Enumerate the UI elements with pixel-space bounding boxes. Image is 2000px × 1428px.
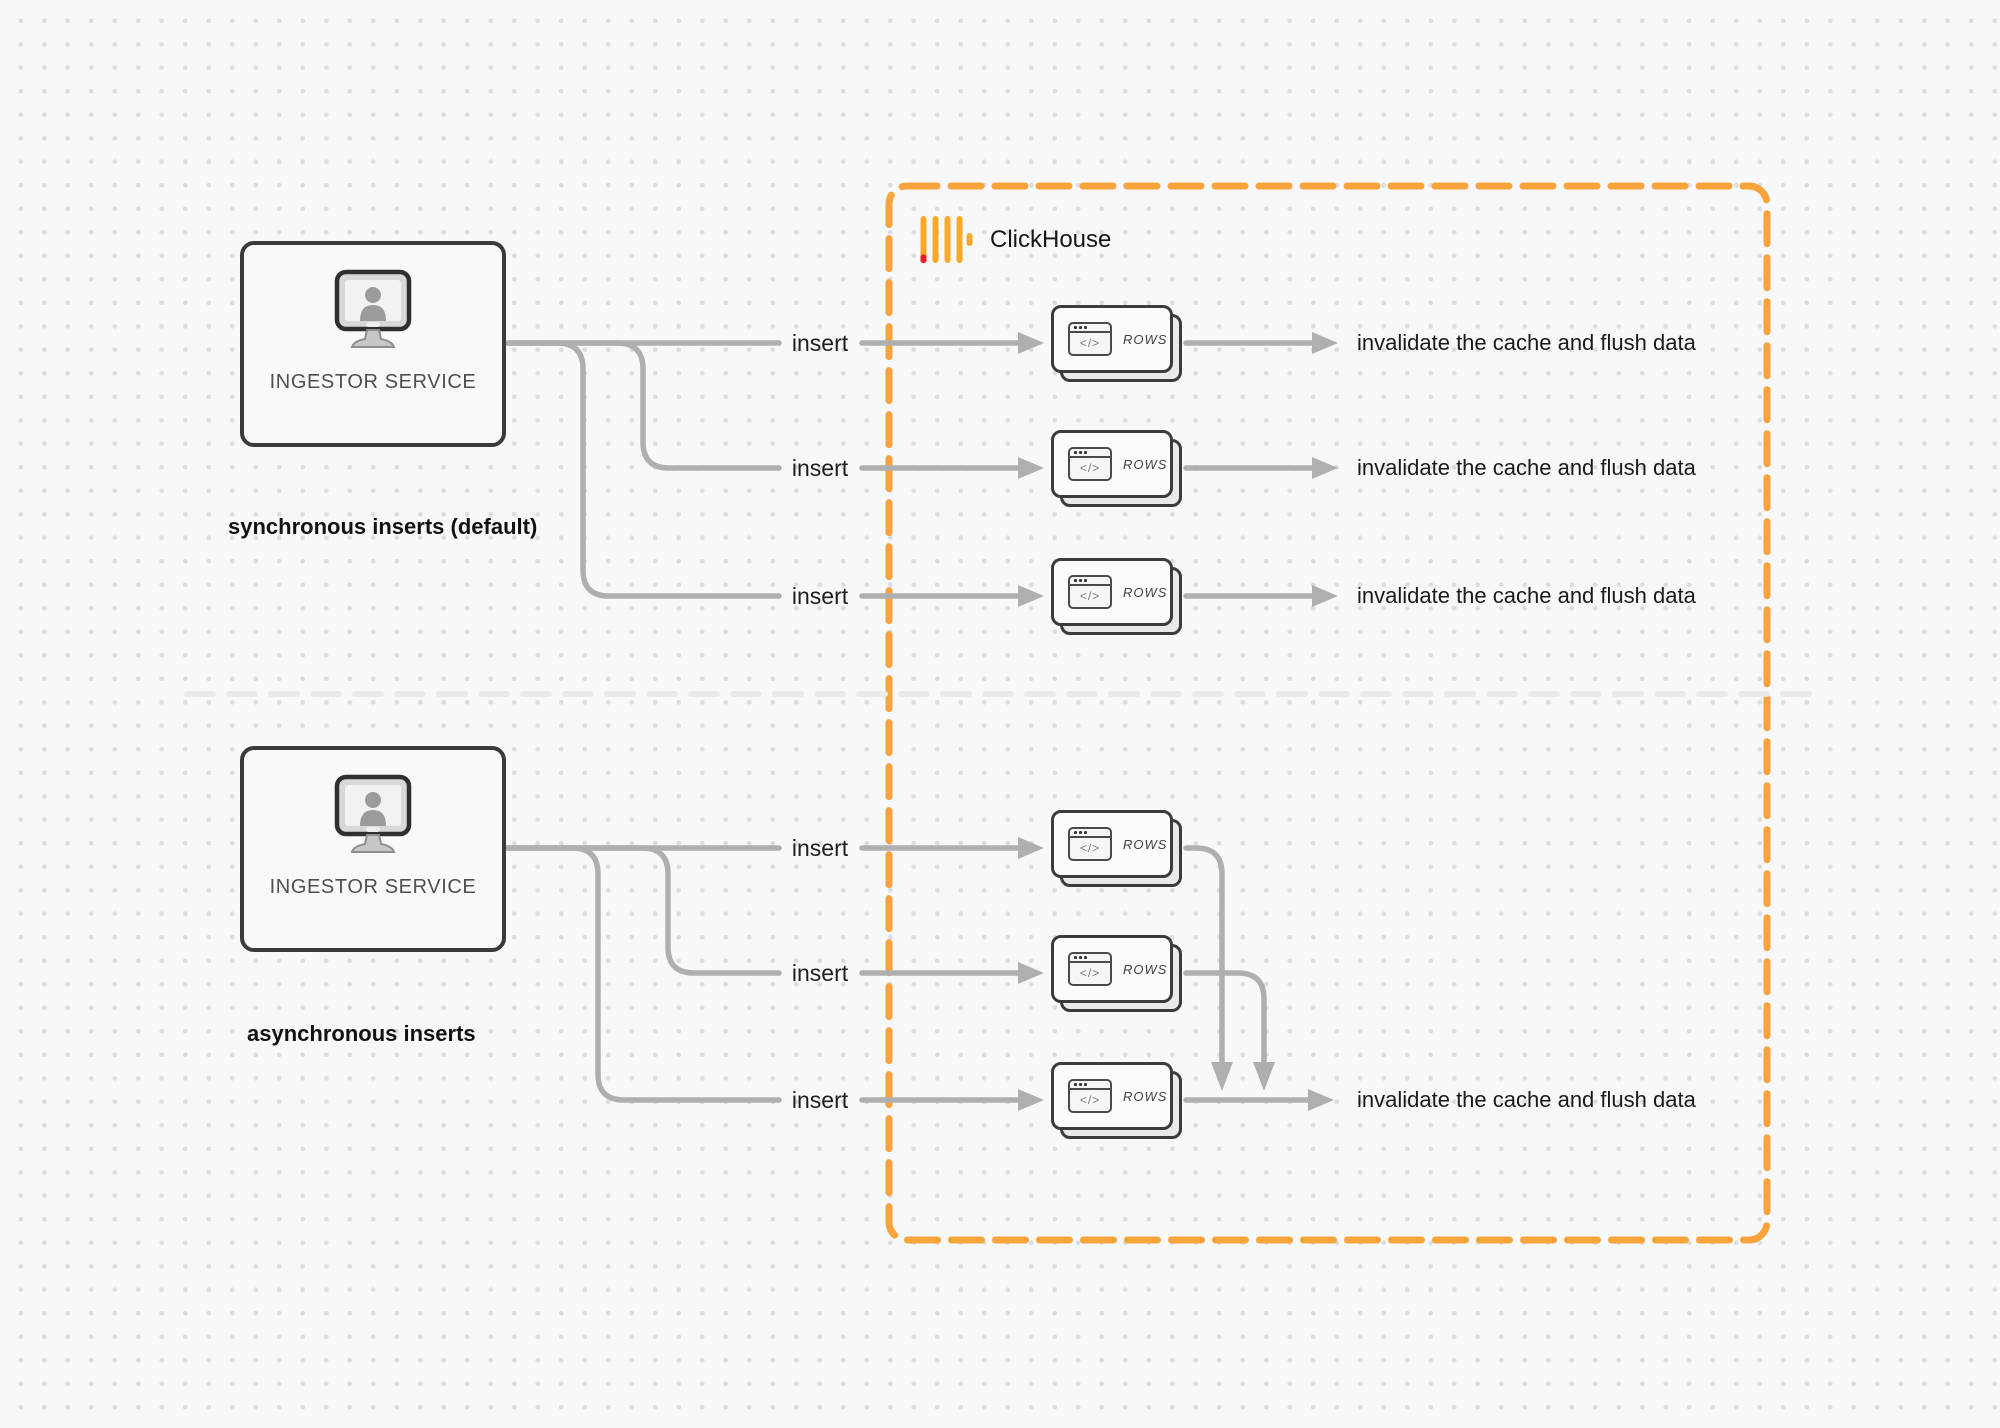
- rows-label: ROWS: [1123, 456, 1168, 472]
- ingestor-service-label: INGESTOR SERVICE: [269, 876, 477, 898]
- rows-label: ROWS: [1123, 961, 1168, 977]
- card-front-layer: </> ROWS: [1051, 430, 1173, 498]
- browser-dots: [1070, 1081, 1110, 1090]
- rows-card: </> ROWS: [1051, 430, 1182, 507]
- rows-card: </> ROWS: [1051, 935, 1182, 1012]
- insert-label: insert: [791, 583, 849, 609]
- arrowhead-icon: [1018, 962, 1044, 984]
- arrowhead-icon: [1312, 585, 1338, 607]
- result-label: invalidate the cache and flush data: [1357, 455, 1696, 480]
- browser-window-icon: </>: [1068, 447, 1112, 481]
- clickhouse-label: ClickHouse: [990, 226, 1112, 253]
- result-label: invalidate the cache and flush data: [1357, 583, 1696, 608]
- rows-card: </> ROWS: [1051, 810, 1182, 887]
- rows-card: </> ROWS: [1051, 558, 1182, 635]
- async-caption: asynchronous inserts: [247, 1021, 476, 1046]
- result-label: invalidate the cache and flush data: [1357, 330, 1696, 355]
- async-line-card1-down: [1183, 845, 1225, 1065]
- arrowhead-down-icon: [1253, 1062, 1275, 1091]
- code-glyph: </>: [1079, 966, 1101, 980]
- clickhouse-boundary: [885, 182, 1771, 1244]
- browser-dots: [1070, 577, 1110, 586]
- card-front-layer: </> ROWS: [1051, 1062, 1173, 1130]
- insert-label: insert: [791, 1087, 849, 1113]
- card-front-layer: </> ROWS: [1051, 935, 1173, 1003]
- rows-label: ROWS: [1123, 1088, 1168, 1104]
- arrowheads: [1018, 332, 1338, 1111]
- arrowhead-icon: [1018, 837, 1044, 859]
- card-front-layer: </> ROWS: [1051, 305, 1173, 373]
- arrowhead-icon: [1018, 332, 1044, 354]
- sync-line-row3-branch: [505, 340, 782, 599]
- arrowhead-icon: [1312, 332, 1338, 354]
- async-line-card2-down: [1183, 970, 1267, 1065]
- clickhouse-logo-icon: [920, 216, 973, 263]
- arrowhead-down-icon: [1211, 1062, 1233, 1091]
- async-line-row2-branch: [505, 845, 782, 976]
- sync-line-row2-branch: [505, 340, 782, 471]
- insert-label: insert: [791, 330, 849, 356]
- browser-window-icon: </>: [1068, 827, 1112, 861]
- arrowhead-icon: [1308, 1089, 1334, 1111]
- connector-lines: [505, 340, 1315, 1103]
- browser-window-icon: </>: [1068, 322, 1112, 356]
- ingestor-service-label: INGESTOR SERVICE: [269, 371, 477, 393]
- rows-label: ROWS: [1123, 836, 1168, 852]
- rows-card: </> ROWS: [1051, 1062, 1182, 1139]
- rows-label: ROWS: [1123, 331, 1168, 347]
- browser-window-icon: </>: [1068, 952, 1112, 986]
- browser-dots: [1070, 829, 1110, 838]
- browser-dots: [1070, 324, 1110, 333]
- card-front-layer: </> ROWS: [1051, 558, 1173, 626]
- code-glyph: </>: [1079, 336, 1101, 350]
- clickhouse-logo: ClickHouse: [920, 216, 1111, 264]
- sync-caption: synchronous inserts (default): [228, 514, 538, 539]
- insert-label: insert: [791, 455, 849, 481]
- code-glyph: </>: [1079, 589, 1101, 603]
- monitor-icon: [334, 269, 412, 348]
- async-line-row3-branch: [505, 845, 782, 1103]
- result-label: invalidate the cache and flush data: [1357, 1087, 1696, 1112]
- monitor-icon: [334, 774, 412, 853]
- arrowhead-icon: [1018, 585, 1044, 607]
- arrowhead-icon: [1312, 457, 1338, 479]
- arrowhead-icon: [1018, 457, 1044, 479]
- browser-dots: [1070, 954, 1110, 963]
- code-glyph: </>: [1079, 841, 1101, 855]
- insert-label: insert: [791, 960, 849, 986]
- code-glyph: </>: [1079, 461, 1101, 475]
- rows-label: ROWS: [1123, 584, 1168, 600]
- ingestor-service-box-async: INGESTOR SERVICE: [240, 746, 506, 952]
- rows-card: </> ROWS: [1051, 305, 1182, 382]
- browser-window-icon: </>: [1068, 1079, 1112, 1113]
- card-front-layer: </> ROWS: [1051, 810, 1173, 878]
- arrowhead-icon: [1018, 1089, 1044, 1111]
- browser-dots: [1070, 449, 1110, 458]
- code-glyph: </>: [1079, 1093, 1101, 1107]
- ingestor-service-box-sync: INGESTOR SERVICE: [240, 241, 506, 447]
- insert-label: insert: [791, 835, 849, 861]
- browser-window-icon: </>: [1068, 575, 1112, 609]
